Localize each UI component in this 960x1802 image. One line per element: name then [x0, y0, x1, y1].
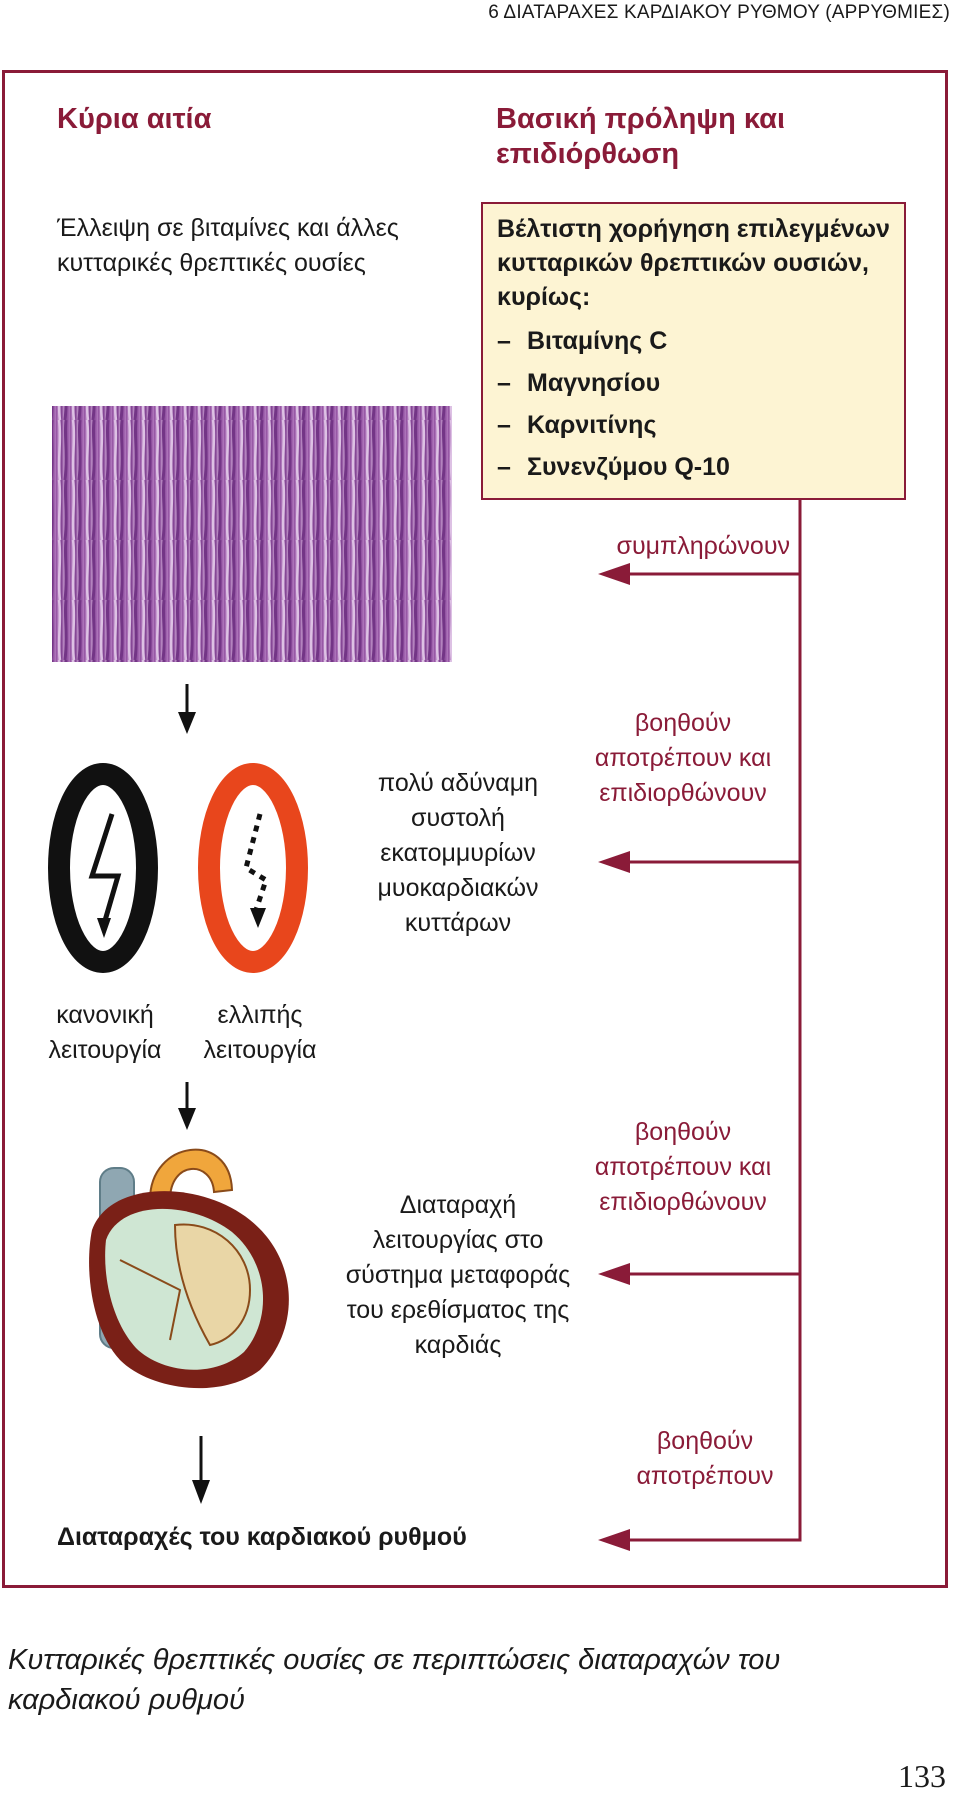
normal-function-label: κανονική λειτουργία	[48, 1001, 162, 1064]
right-heading: Βασική πρόληψη και επιδιόρθωση	[496, 103, 786, 170]
nutrient-item: –Μαγνησίου	[497, 369, 661, 397]
nutrient-item: –Βιταμίνης C	[497, 327, 668, 355]
weak-contraction-text: πολύ αδύναμη συστολή εκατομμυρίων μυοκαρ…	[377, 769, 539, 937]
heart-illustration	[82, 1140, 312, 1390]
action-label-4: βοηθούν αποτρέπουν	[636, 1427, 774, 1490]
page-number: 133	[898, 1758, 946, 1794]
muscle-tissue-image	[52, 406, 452, 662]
figure-caption: Κυτταρικές θρεπτικές ουσίες σε περιπτώσε…	[8, 1644, 781, 1716]
result-text: Διαταραχές του καρδιακού ρυθμού	[57, 1523, 467, 1551]
nutrient-list: –Βιταμίνης C –Μαγνησίου –Καρνιτίνης –Συν…	[497, 320, 890, 488]
action-label-1: συμπληρώνουν	[616, 532, 790, 560]
feedback-connector	[605, 500, 802, 1542]
nutrient-item: –Καρνιτίνης	[497, 411, 657, 439]
action-label-2: βοηθούν αποτρέπουν και επιδιορθώνουν	[594, 709, 772, 807]
conduction-disorder-text: Διαταραχή λειτουργίας στο σύστημα μεταφο…	[345, 1191, 571, 1359]
normal-cell-icon	[48, 763, 158, 973]
deficient-cell-icon	[198, 763, 308, 973]
diagram-frame	[2, 70, 948, 1588]
cause-text: Έλλειψη σε βιταμίνες και άλλες κυτταρικέ…	[57, 214, 399, 277]
down-arrows	[178, 684, 210, 1504]
deficient-function-label: ελλιπής λειτουργία	[203, 1001, 317, 1064]
left-heading: Κύρια αιτία	[57, 103, 212, 135]
action-label-3: βοηθούν αποτρέπουν και επιδιορθώνουν	[594, 1118, 772, 1216]
page-header: 6 ΔΙΑΤΑΡΑΧΕΣ ΚΑΡΔΙΑΚΟΥ ΡΥΘΜΟΥ (ΑΡΡΥΘΜΙΕΣ…	[488, 2, 950, 23]
left-arrows	[598, 563, 800, 1551]
nutrient-item: –Συνενζύμου Q-10	[497, 453, 730, 481]
nutrient-intro: Βέλτιστη χορήγηση επιλεγμένων κυτταρικών…	[497, 215, 890, 311]
nutrient-box: Βέλτιστη χορήγηση επιλεγμένων κυτταρικών…	[481, 202, 906, 500]
